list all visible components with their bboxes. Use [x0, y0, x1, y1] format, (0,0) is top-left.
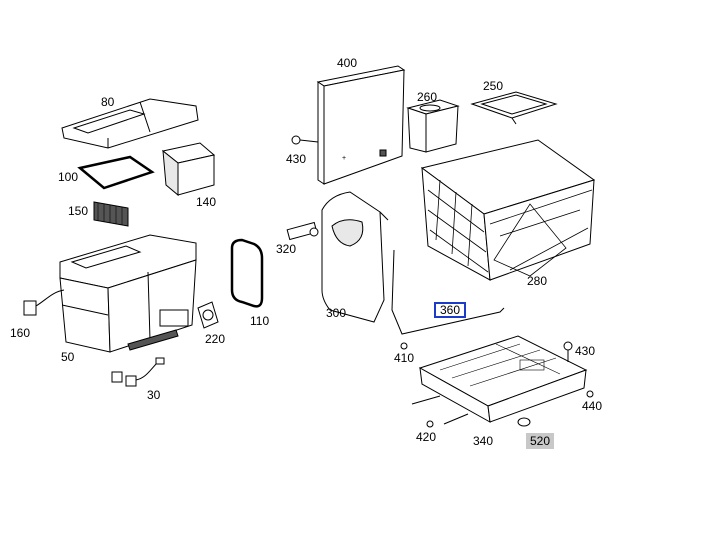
part-340-base[interactable] [411, 335, 588, 425]
label-part-420[interactable]: 420 [416, 430, 437, 444]
label-part-250[interactable]: 250 [483, 79, 504, 93]
label-part-400[interactable]: 400 [337, 56, 358, 70]
part-430-screw-lower[interactable] [563, 341, 573, 362]
label-part-320[interactable]: 320 [276, 242, 297, 256]
label-part-260[interactable]: 260 [417, 90, 438, 104]
label-part-280[interactable]: 280 [527, 274, 548, 288]
label-part-30[interactable]: 30 [147, 388, 161, 402]
label-part-360-selected[interactable]: 360 [434, 302, 467, 318]
part-150-grille[interactable] [93, 201, 129, 227]
part-440-screw[interactable] [586, 390, 594, 398]
label-part-50[interactable]: 50 [61, 350, 75, 364]
part-160-connector[interactable] [23, 289, 65, 316]
label-part-440[interactable]: 440 [582, 399, 603, 413]
label-part-80[interactable]: 80 [101, 95, 115, 109]
part-220-fan[interactable] [197, 301, 219, 329]
part-280-crate[interactable] [420, 139, 596, 281]
label-part-100[interactable]: 100 [58, 170, 79, 184]
part-110-seal[interactable] [230, 238, 264, 308]
label-part-110[interactable]: 110 [250, 314, 270, 328]
label-part-160[interactable]: 160 [10, 326, 31, 340]
label-part-220[interactable]: 220 [205, 332, 226, 346]
part-100-gasket[interactable] [77, 155, 155, 190]
part-420-screw[interactable] [426, 420, 434, 428]
label-part-410[interactable]: 410 [394, 351, 415, 365]
part-520-foot[interactable] [517, 417, 531, 427]
part-260-container[interactable] [406, 99, 460, 153]
svg-text:+: + [342, 155, 346, 162]
part-400-panel[interactable]: + [316, 65, 406, 185]
part-430-screw-upper[interactable] [291, 135, 319, 145]
part-250-tray[interactable] [470, 91, 558, 125]
part-50-housing[interactable] [59, 234, 197, 353]
label-part-340[interactable]: 340 [473, 434, 494, 448]
part-300-door[interactable] [321, 191, 389, 323]
label-part-430-upper[interactable]: 430 [286, 152, 307, 166]
part-140-cover[interactable] [161, 142, 216, 197]
part-360-rod[interactable] [391, 249, 505, 335]
part-80-lid[interactable] [61, 98, 199, 149]
label-part-430-lower[interactable]: 430 [575, 344, 596, 358]
label-part-140[interactable]: 140 [196, 195, 217, 209]
label-part-150[interactable]: 150 [68, 204, 89, 218]
label-part-300[interactable]: 300 [326, 306, 347, 320]
label-part-520-highlighted[interactable]: 520 [526, 433, 555, 449]
part-410-screw[interactable] [400, 342, 408, 350]
part-30-cable[interactable] [111, 357, 165, 387]
part-320-sensor[interactable] [286, 221, 319, 241]
